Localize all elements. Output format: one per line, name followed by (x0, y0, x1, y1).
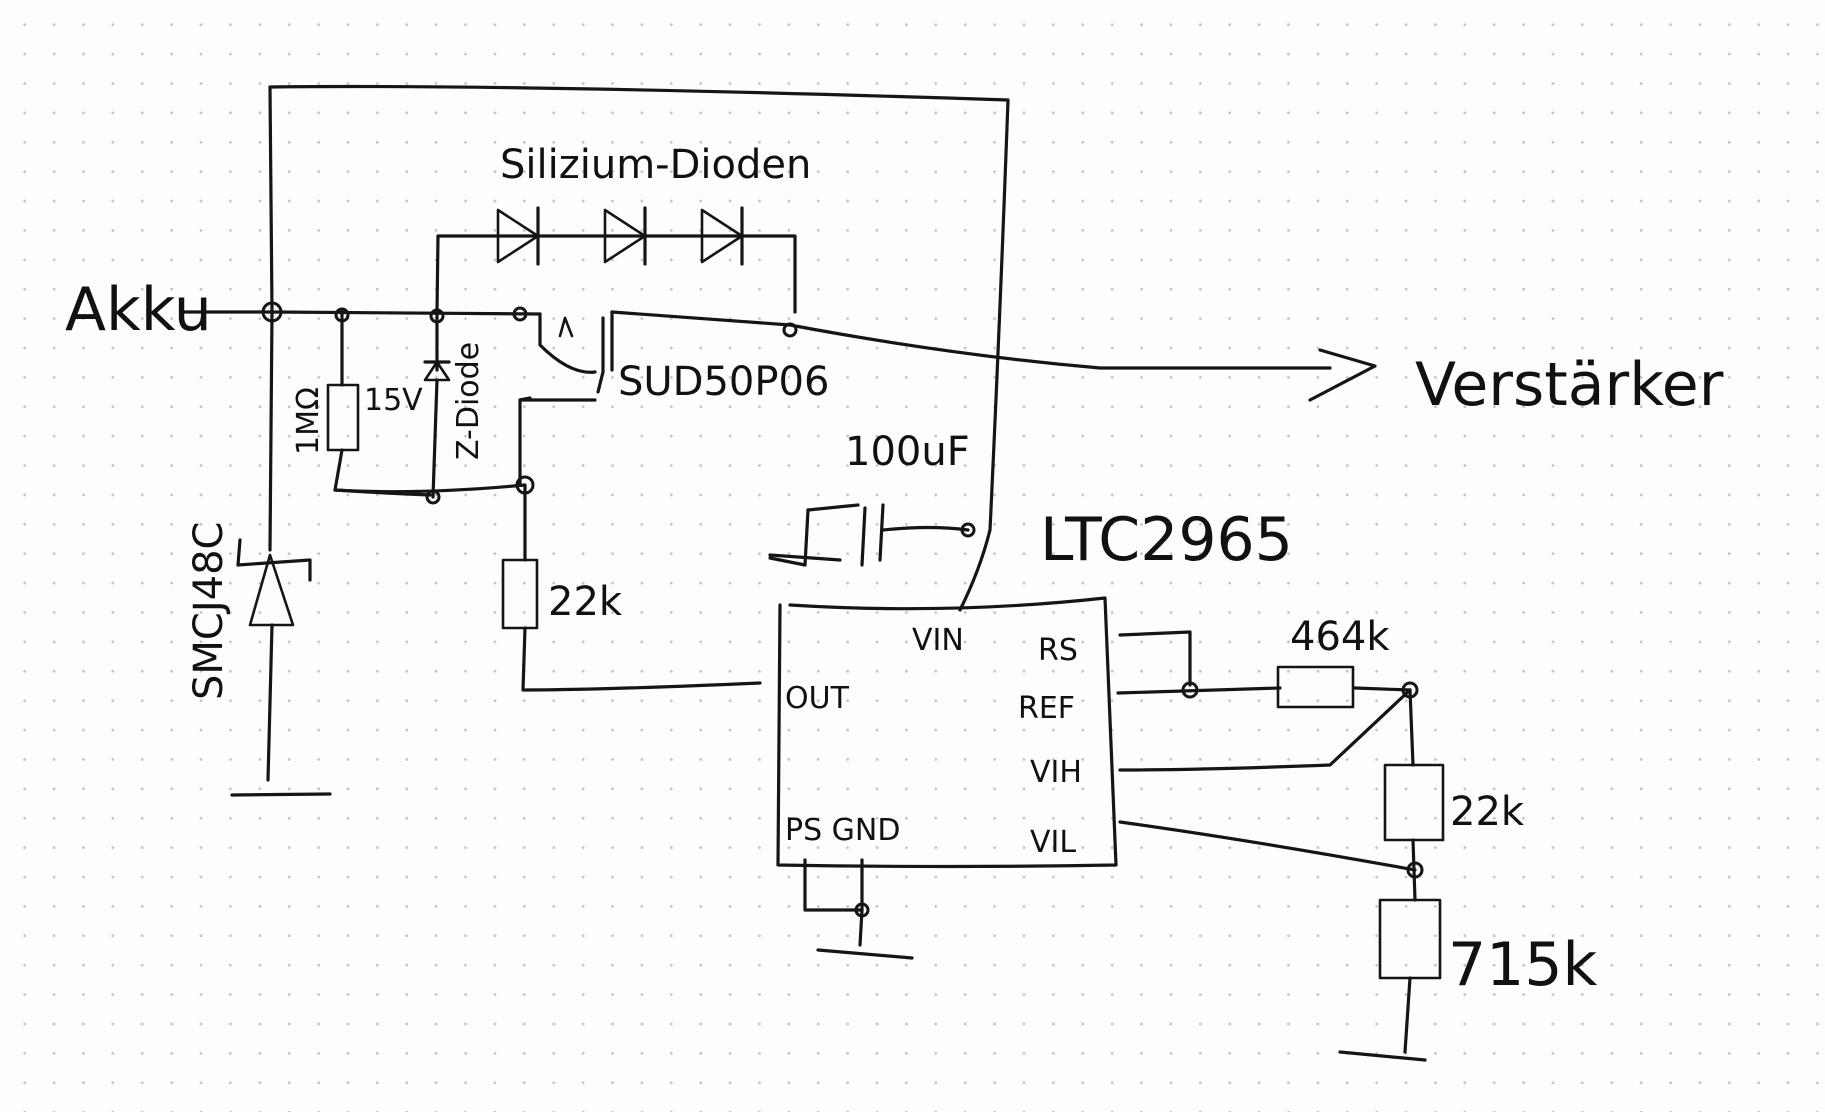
tvs-label: SMCJ48C (186, 522, 232, 700)
mosfet-sud50p06 (518, 310, 614, 487)
diode-2 (603, 206, 647, 266)
pin-ref: REF (1018, 691, 1075, 726)
r-22k-div-label: 22k (1450, 789, 1525, 835)
ground-left (230, 792, 332, 797)
pin-vil: VIL (1030, 825, 1076, 860)
resistor-715k-body (1378, 898, 1442, 980)
nodes (261, 301, 1424, 918)
ps-gnd-ground (803, 858, 914, 960)
zener-15v-label: 15V (364, 383, 423, 418)
main-rail-left (270, 310, 542, 316)
resistor-464k-body (1276, 665, 1355, 709)
resistor-22k-div-body (1383, 763, 1445, 842)
mosfet-label: SUD50P06 (618, 359, 829, 405)
diode-1 (496, 206, 540, 266)
r-22k-gate-label: 22k (548, 579, 623, 625)
zener-type-label: Z-Diode (451, 342, 486, 460)
silizium-diodes (435, 206, 797, 314)
akku-label: Akku (65, 275, 212, 345)
zener-15v (423, 310, 451, 499)
output-arrow (1308, 348, 1377, 402)
tvs-branch-wire (266, 310, 274, 782)
diode-3 (700, 206, 744, 266)
main-wires (180, 84, 1377, 797)
r-464k-label: 464k (1290, 614, 1390, 660)
vih-wire (1118, 688, 1412, 772)
tvs-diode (236, 538, 312, 627)
top-loop-wire (268, 84, 1010, 612)
right-divider-wiring (1116, 630, 1445, 1062)
ic-ltc2965 (776, 596, 1118, 869)
pin-out: OUT (785, 681, 850, 716)
rs-wire (1118, 630, 1192, 687)
vil-wire (1118, 820, 1417, 872)
cap-label: 100uF (845, 429, 970, 475)
pin-vih: VIH (1030, 755, 1082, 790)
ic-name-label: LTC2965 (1040, 505, 1293, 575)
main-rail-right (610, 310, 1332, 370)
diodes-title: Silizium-Dioden (500, 142, 811, 188)
pin-vin: VIN (912, 623, 964, 658)
capacitor-100uF (768, 503, 970, 567)
pin-ps-gnd: PS GND (785, 813, 900, 848)
pin-rs: RS (1038, 633, 1078, 668)
resistor-22k-gate (501, 558, 762, 692)
r-1m-label: 1MΩ (291, 387, 326, 455)
verstaerker-label: Verstärker (1415, 350, 1724, 420)
ground-right (1338, 1050, 1427, 1062)
r-715k-label: 715k (1448, 930, 1598, 1000)
ref-wire (1116, 686, 1282, 695)
